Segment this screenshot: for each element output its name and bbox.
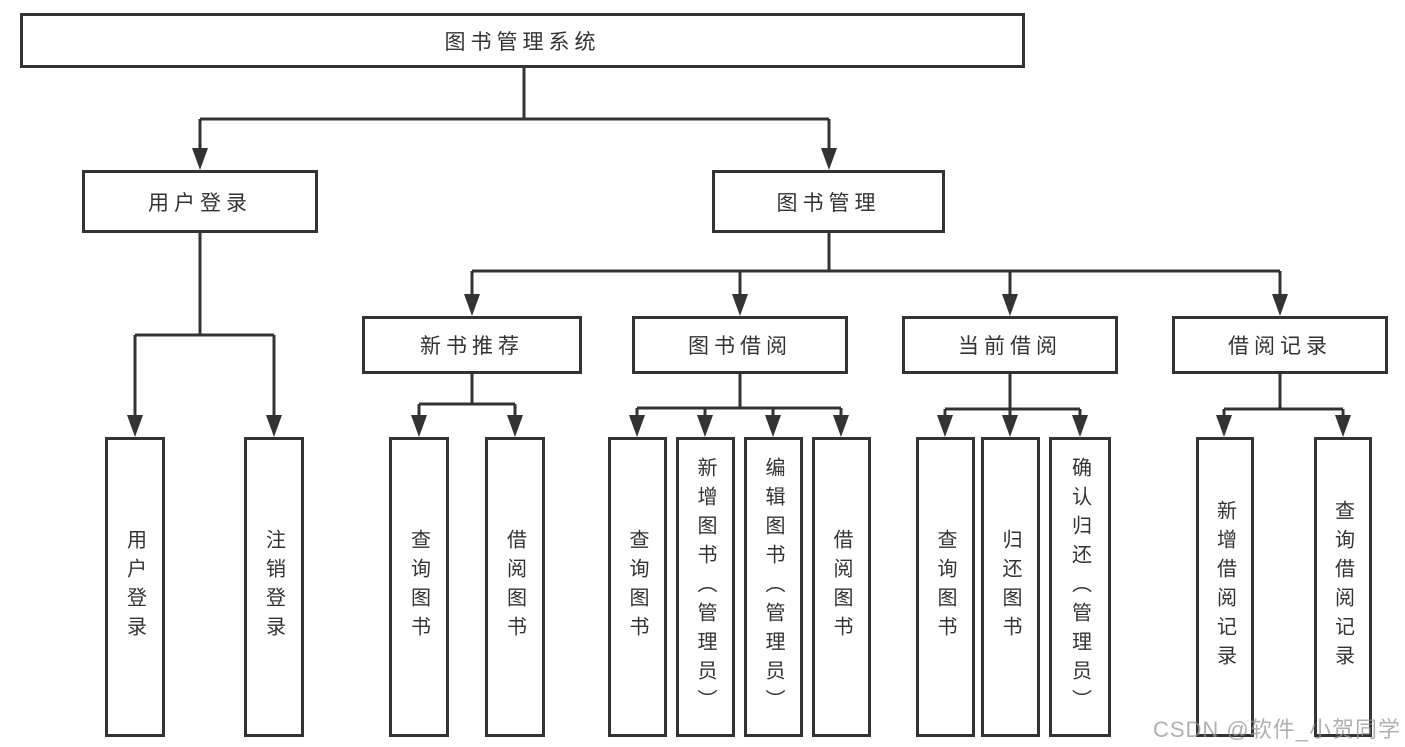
node-leaf-query-books-recommend: 查询图书 [389,437,449,737]
node-leaf-confirm-return-admin: 确认归还（管理员） [1049,437,1111,737]
node-leaf-user-login: 用户登录 [105,437,165,737]
node-new-book-recommend-label: 新书推荐 [420,335,524,358]
node-leaf-query-books-borrowing: 查询图书 [608,437,667,737]
node-leaf-return-books: 归还图书 [981,437,1040,737]
node-leaf-query-borrow-record: 查询借阅记录 [1314,437,1372,737]
node-book-borrowing: 图书借阅 [632,316,848,374]
node-leaf-borrow-books-label: 借阅图书 [830,529,852,645]
node-leaf-edit-book-admin-label: 编辑图书（管理员） [762,456,784,718]
node-system-root: 图书管理系统 [20,13,1025,68]
node-book-management: 图书管理 [712,170,945,233]
node-leaf-query-books-current: 查询图书 [916,437,975,737]
node-book-borrowing-label: 图书借阅 [688,335,792,358]
node-borrowing-records: 借阅记录 [1172,316,1388,374]
node-leaf-add-book-admin: 新增图书（管理员） [676,437,735,737]
node-borrowing-records-label: 借阅记录 [1228,335,1332,358]
node-leaf-query-books-recommend-label: 查询图书 [407,529,430,645]
node-leaf-borrow-books-recommend-label: 借阅图书 [503,529,526,645]
node-leaf-borrow-books-recommend: 借阅图书 [485,437,545,737]
node-user-login: 用户登录 [82,170,318,233]
node-book-management-label: 图书管理 [776,191,881,215]
node-leaf-user-login-label: 用户登录 [123,529,146,645]
watermark: CSDN @软件_小贺同学 [1152,717,1401,742]
node-leaf-logout: 注销登录 [244,437,304,737]
node-system-root-label: 图书管理系统 [444,30,601,54]
node-leaf-logout-label: 注销登录 [262,529,285,645]
connector-paths [133,68,1345,417]
node-leaf-query-borrow-record-label: 查询借阅记录 [1331,500,1354,674]
node-leaf-add-book-admin-label: 新增图书（管理员） [694,456,716,718]
node-user-login-label: 用户登录 [148,191,252,215]
node-leaf-borrow-books: 借阅图书 [812,437,871,737]
node-leaf-add-borrow-record: 新增借阅记录 [1196,437,1254,737]
node-leaf-edit-book-admin: 编辑图书（管理员） [744,437,803,737]
node-leaf-query-books-borrowing-label: 查询图书 [626,529,648,645]
arrowheads [127,148,1351,437]
node-leaf-confirm-return-admin-label: 确认归还（管理员） [1068,456,1091,718]
node-leaf-add-borrow-record-label: 新增借阅记录 [1213,500,1236,674]
node-leaf-return-books-label: 归还图书 [999,529,1021,645]
node-new-book-recommend: 新书推荐 [362,316,582,374]
node-current-borrowing: 当前借阅 [902,316,1118,374]
node-leaf-query-books-current-label: 查询图书 [934,529,956,645]
node-current-borrowing-label: 当前借阅 [958,335,1062,358]
